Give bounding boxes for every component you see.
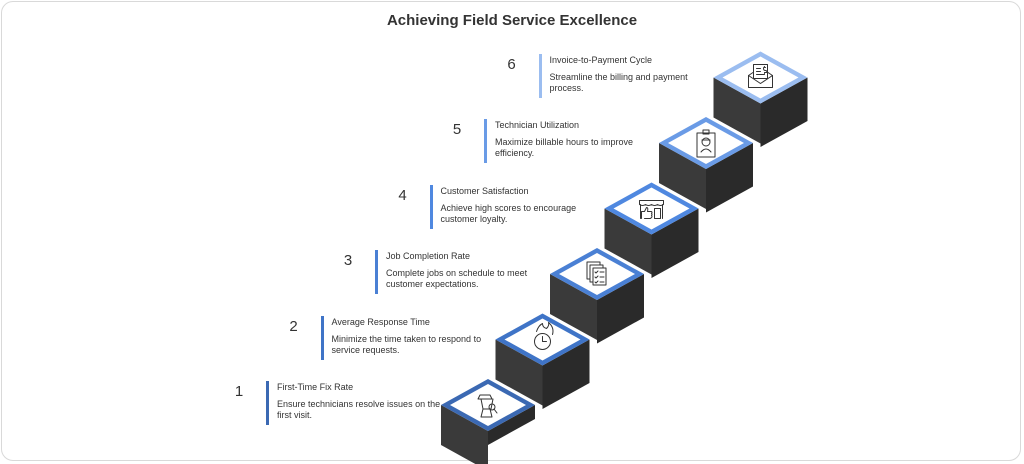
stair-step-2 [495,313,590,409]
step-accent-bar [429,184,433,229]
step-accent-bar [320,315,324,360]
stair-step-3 [550,248,644,344]
step-number: 5 [452,121,462,138]
step-number: 2 [289,317,298,335]
step-description: Streamline the billing and payment proce… [549,71,688,93]
step-title: First-Time Fix Rate [277,382,354,392]
technician-badge-icon [696,129,716,158]
step-description: Minimize the time taken to respond to se… [331,333,482,355]
step-title: Technician Utilization [495,120,580,130]
storefront-thumbs-up-icon [639,200,664,219]
step-accent-bar [538,53,542,98]
step-accent-bar [375,250,378,294]
step-number: 4 [398,186,407,204]
step-accent-bar [266,381,269,425]
step-title: Invoice-to-Payment Cycle [549,54,653,65]
stair-step-6 [713,51,808,147]
step-title: Customer Satisfaction [440,185,529,196]
tools-magnifier-icon [477,394,498,418]
checklist-documents-icon [586,261,607,286]
invoice-envelope-icon [748,64,773,88]
step-accent-bar [484,119,487,163]
step-description: Maximize billable hours to improve effic… [495,137,634,158]
step-description: Complete jobs on schedule to meet custom… [386,268,528,289]
step-title: Average Response Time [331,316,430,327]
clock-flame-icon [534,322,554,350]
stair-step-4 [604,182,699,278]
step-number: 1 [234,383,244,400]
stair-step-5 [659,117,753,213]
step-title: Job Completion Rate [386,251,471,261]
step-number: 3 [343,252,353,269]
step-description: Ensure technicians resolve issues on the… [277,399,441,420]
step-number: 6 [507,55,516,73]
step-description: Achieve high scores to encourage custome… [440,202,577,224]
diagram-title: Achieving Field Service Excellence [386,12,638,29]
stair-step-1 [441,379,535,464]
